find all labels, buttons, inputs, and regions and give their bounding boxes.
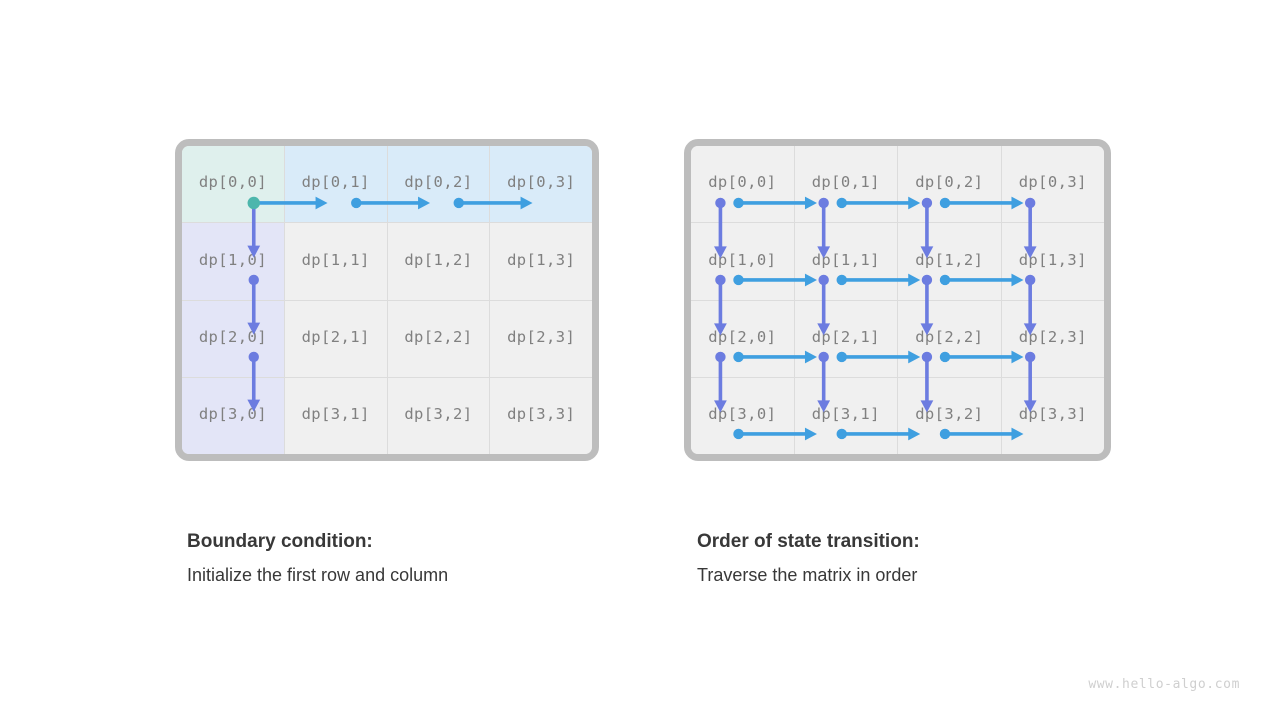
dp-cell-1-1: dp[1,1] (794, 223, 897, 300)
dp-cell-label: dp[3,1] (811, 405, 880, 424)
dp-cell-label: dp[3,1] (301, 405, 370, 424)
dp-cell-label: dp[2,1] (301, 327, 370, 346)
dp-cell-label: dp[2,3] (1018, 327, 1087, 346)
dp-cell-3-1: dp[3,1] (794, 377, 897, 454)
dp-matrix-right: dp[0,0] dp[0,1] dp[0,2] dp[0,3] dp[1,0] dp[1,… (691, 146, 1104, 454)
dp-cell-1-0: dp[1,0] (691, 223, 794, 300)
caption-right-body: Traverse the matrix in order (697, 564, 918, 585)
dp-cell-label: dp[3,3] (507, 405, 576, 424)
site-watermark: www.hello-algo.com (1088, 677, 1240, 692)
dp-cell-label: dp[1,3] (507, 250, 576, 269)
dp-cell-1-3: dp[1,3] (490, 223, 592, 300)
dp-cell-label: dp[3,2] (915, 405, 984, 424)
dp-cell-0-2: dp[0,2] (387, 146, 490, 223)
dp-cell-3-1: dp[3,1] (284, 377, 387, 454)
dp-cell-1-0: dp[1,0] (182, 223, 284, 300)
caption-state-transition: Order of state transition: Traverse the … (697, 528, 1177, 589)
dp-cell-1-2: dp[1,2] (898, 223, 1001, 300)
dp-cell-label: dp[1,1] (811, 250, 880, 269)
caption-left-body: Initialize the first row and column (187, 564, 449, 585)
dp-cell-label: dp[3,3] (1018, 405, 1087, 424)
state-transition-grid-panel: dp[0,0] dp[0,1] dp[0,2] dp[0,3] dp[1,0] dp[1,… (684, 139, 1111, 461)
dp-cell-label: dp[1,2] (915, 250, 984, 269)
dp-cell-0-2: dp[0,2] (898, 146, 1001, 223)
dp-cell-label: dp[2,3] (507, 327, 576, 346)
dp-cell-label: dp[0,0] (708, 173, 777, 192)
dp-cell-label: dp[2,2] (404, 327, 473, 346)
dp-cell-3-3: dp[3,3] (490, 377, 592, 454)
dp-cell-2-0: dp[2,0] (182, 300, 284, 377)
dp-cell-0-1: dp[0,1] (284, 146, 387, 223)
dp-cell-0-0: dp[0,0] (182, 146, 284, 223)
dp-matrix-left: dp[0,0] dp[0,1] dp[0,2] dp[0,3] dp[1,0] dp[1,… (182, 146, 592, 454)
dp-cell-2-1: dp[2,1] (794, 300, 897, 377)
caption-boundary-condition: Boundary condition: Initialize the first… (187, 528, 667, 589)
dp-cell-label: dp[0,1] (301, 173, 370, 192)
dp-cell-3-0: dp[3,0] (691, 377, 794, 454)
dp-cell-label: dp[3,0] (708, 405, 777, 424)
dp-cell-label: dp[2,2] (915, 327, 984, 346)
dp-cell-2-1: dp[2,1] (284, 300, 387, 377)
dp-cell-2-3: dp[2,3] (490, 300, 592, 377)
dp-cell-label: dp[0,3] (1018, 173, 1087, 192)
dp-cell-label: dp[0,2] (404, 173, 473, 192)
dp-cell-label: dp[1,0] (198, 250, 267, 269)
dp-cell-label: dp[2,0] (708, 327, 777, 346)
dp-cell-2-2: dp[2,2] (387, 300, 490, 377)
dp-cell-3-2: dp[3,2] (387, 377, 490, 454)
dp-cell-0-1: dp[0,1] (794, 146, 897, 223)
caption-left-title: Boundary condition: (187, 531, 373, 552)
dp-cell-label: dp[0,2] (915, 173, 984, 192)
dp-cell-label: dp[0,1] (811, 173, 880, 192)
dp-cell-label: dp[1,3] (1018, 250, 1087, 269)
dp-cell-1-1: dp[1,1] (284, 223, 387, 300)
dp-cell-label: dp[0,3] (507, 173, 576, 192)
boundary-condition-grid-panel: dp[0,0] dp[0,1] dp[0,2] dp[0,3] dp[1,0] dp[1,… (175, 139, 599, 461)
dp-cell-label: dp[2,1] (811, 327, 880, 346)
dp-cell-label: dp[1,2] (404, 250, 473, 269)
dp-cell-3-3: dp[3,3] (1001, 377, 1104, 454)
dp-cell-2-2: dp[2,2] (898, 300, 1001, 377)
dp-cell-label: dp[0,0] (198, 173, 267, 192)
caption-right-title: Order of state transition: (697, 531, 920, 552)
dp-cell-label: dp[2,0] (198, 327, 267, 346)
dp-cell-1-3: dp[1,3] (1001, 223, 1104, 300)
dp-cell-0-0: dp[0,0] (691, 146, 794, 223)
dp-cell-label: dp[3,2] (404, 405, 473, 424)
dp-cell-0-3: dp[0,3] (490, 146, 592, 223)
dp-cell-label: dp[1,1] (301, 250, 370, 269)
dp-cell-label: dp[3,0] (198, 405, 267, 424)
dp-cell-2-0: dp[2,0] (691, 300, 794, 377)
dp-cell-0-3: dp[0,3] (1001, 146, 1104, 223)
dp-cell-2-3: dp[2,3] (1001, 300, 1104, 377)
dp-cell-label: dp[1,0] (708, 250, 777, 269)
dp-cell-1-2: dp[1,2] (387, 223, 490, 300)
dp-cell-3-2: dp[3,2] (898, 377, 1001, 454)
dp-cell-3-0: dp[3,0] (182, 377, 284, 454)
